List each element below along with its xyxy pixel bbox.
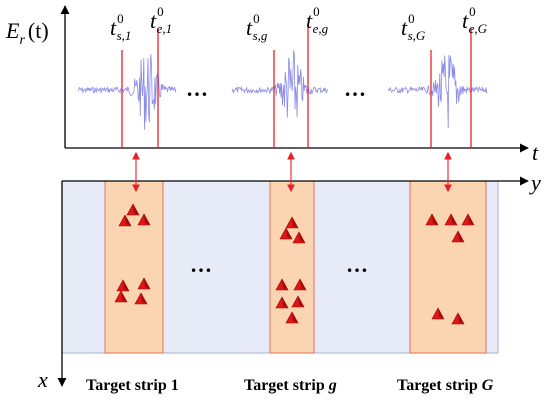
point-target [444, 213, 458, 226]
point-target [114, 290, 128, 303]
point-target [118, 214, 132, 227]
top-y-axis-label: Er(t) [5, 18, 49, 48]
target-strip-g [269, 180, 315, 354]
point-target [285, 216, 299, 229]
point-target [451, 230, 465, 243]
point-target [137, 213, 151, 226]
point-target [285, 311, 299, 324]
strip-label-1: Target strip 1 [86, 377, 179, 394]
point-target [137, 277, 151, 290]
point-target [431, 307, 445, 320]
point-targets [114, 203, 475, 325]
double-arrow-g-head-top [287, 151, 295, 160]
point-target [425, 213, 439, 226]
top-ellipsis-1: … [186, 76, 208, 101]
point-target [116, 279, 130, 292]
correspondence-arrows [132, 151, 452, 193]
double-arrow-G-head-top [444, 151, 452, 160]
point-target [291, 295, 305, 308]
point-target [126, 203, 140, 216]
signal-waveform-2 [231, 50, 329, 118]
signal-waveform-1 [77, 54, 177, 130]
signal-waveform-3 [387, 54, 488, 129]
bottom-ellipsis-2: … [346, 252, 368, 277]
point-target [293, 278, 307, 291]
top-x-axis-label: t [532, 140, 539, 165]
point-target [292, 231, 306, 244]
bottom-ellipsis-1: … [190, 252, 212, 277]
target-strip-G [409, 180, 487, 354]
top-ellipsis-2: … [344, 76, 366, 101]
double-arrow-1-head-top [132, 151, 140, 160]
point-target [134, 292, 148, 305]
strip-label-g: Target strip g [244, 377, 337, 394]
point-target [275, 296, 289, 309]
point-target [451, 312, 465, 325]
strip-label-G: Target strip G [397, 377, 494, 394]
point-target [461, 213, 475, 226]
double-arrow-g-head-bottom [287, 184, 295, 193]
bottom-x-axis-label: x [37, 367, 48, 392]
bottom-y-axis-label: y [529, 170, 541, 195]
bottom-plot: y x … … Target strip 1 Target strip g Ta… [37, 170, 541, 394]
double-arrow-1-head-bottom [132, 184, 140, 193]
point-target [279, 227, 293, 240]
double-arrow-G-head-bottom [444, 184, 452, 193]
point-target [275, 278, 289, 291]
